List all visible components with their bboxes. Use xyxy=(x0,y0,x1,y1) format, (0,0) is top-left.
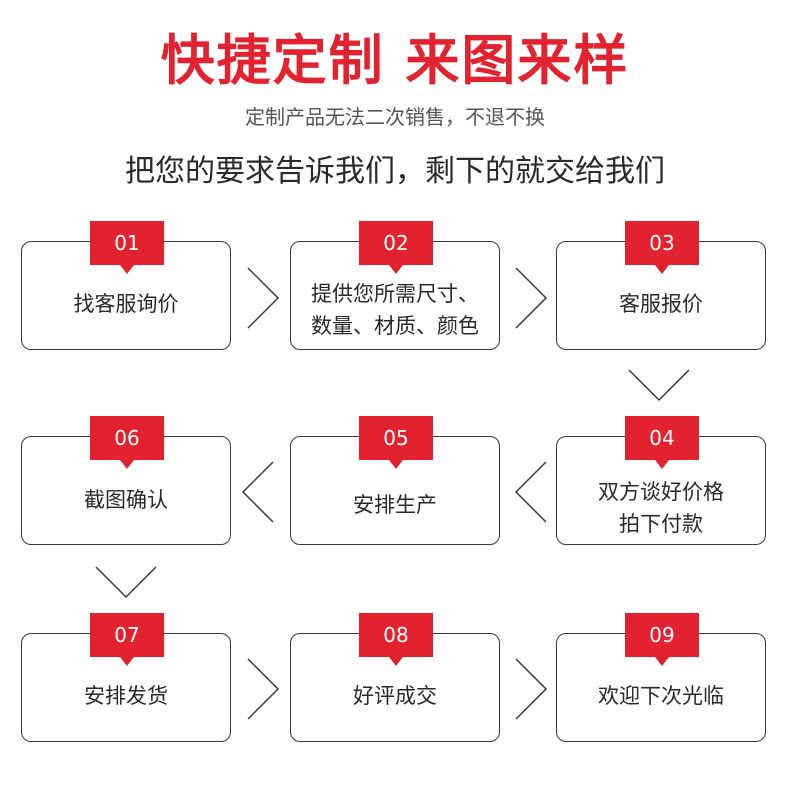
page-slogan: 把您的要求告诉我们，剩下的就交给我们 xyxy=(125,154,665,189)
step-card-07: 07 安排发货 xyxy=(21,613,231,742)
step-card-02: 02 提供您所需尺寸、 数量、材质、颜色 xyxy=(290,221,500,350)
page-subtitle: 定制产品无法二次销售，不退不换 xyxy=(245,105,545,129)
page-title: 快捷定制 来图来样 xyxy=(160,29,630,92)
chevron-right-icon xyxy=(515,267,548,329)
step-card-08: 08 好评成交 xyxy=(290,613,500,742)
step-text-line: 拍下付款 xyxy=(619,512,703,536)
chevron-right-icon xyxy=(247,267,280,329)
step-number-badge: 04 xyxy=(625,416,699,469)
step-number-badge: 06 xyxy=(90,416,164,469)
chevron-down-icon xyxy=(95,566,157,599)
step-card-03: 03 客服报价 xyxy=(556,221,766,350)
step-text-line: 截图确认 xyxy=(84,488,168,512)
step-number-badge: 03 xyxy=(625,221,699,274)
chevron-right-icon xyxy=(515,658,548,720)
chevron-down-icon xyxy=(628,369,690,402)
step-number-badge: 08 xyxy=(359,613,433,666)
step-text-line: 提供您所需尺寸、 xyxy=(311,282,479,306)
chevron-left-icon xyxy=(514,461,547,523)
step-card-09: 09 欢迎下次光临 xyxy=(556,613,766,742)
step-number-badge: 07 xyxy=(90,613,164,666)
chevron-left-icon xyxy=(241,461,274,523)
step-text-line: 客服报价 xyxy=(619,292,703,316)
step-text-line: 欢迎下次光临 xyxy=(598,684,724,708)
chevron-right-icon xyxy=(247,658,280,720)
step-number-badge: 02 xyxy=(359,221,433,274)
step-number-badge: 01 xyxy=(90,221,164,274)
step-text-line: 双方谈好价格 xyxy=(598,480,724,504)
step-text-line: 好评成交 xyxy=(353,684,437,708)
step-text-line: 安排发货 xyxy=(84,684,168,708)
step-card-04: 04 双方谈好价格 拍下付款 xyxy=(556,416,766,545)
step-card-06: 06 截图确认 xyxy=(21,416,231,545)
step-number-badge: 05 xyxy=(359,416,433,469)
step-text-line: 数量、材质、颜色 xyxy=(311,314,479,338)
step-card-01: 01 找客服询价 xyxy=(21,221,231,350)
step-card-05: 05 安排生产 xyxy=(290,416,500,545)
step-text-line: 找客服询价 xyxy=(73,292,179,316)
step-number-badge: 09 xyxy=(625,613,699,666)
step-text-line: 安排生产 xyxy=(353,493,437,517)
